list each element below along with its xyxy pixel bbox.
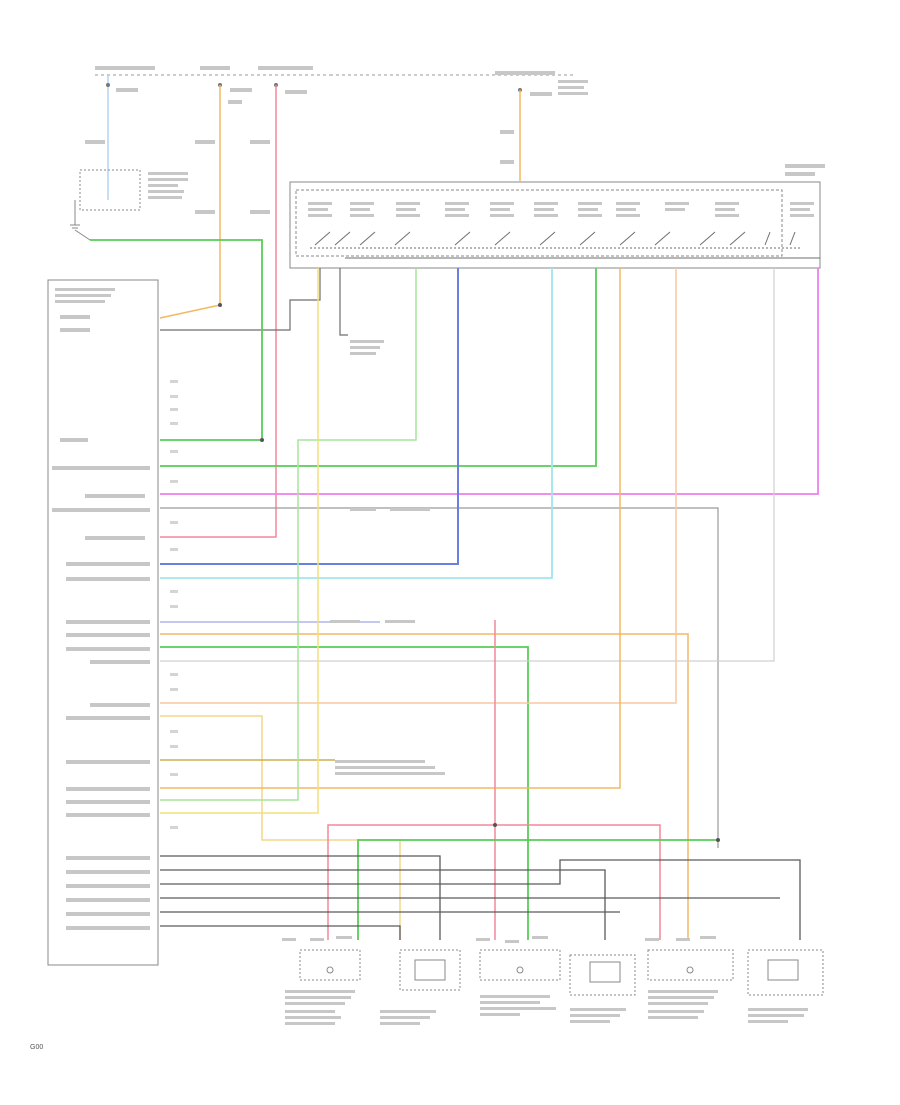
motor-connector-labels	[282, 936, 716, 943]
wire-red-motor-1	[327, 824, 661, 940]
seat-memory-module	[47, 279, 159, 966]
wire-gray-2	[160, 268, 775, 662]
wire-red-ignition	[160, 85, 277, 538]
wire-lightblue	[160, 268, 553, 579]
note-blocks	[330, 340, 445, 775]
wire-yellow	[160, 268, 319, 814]
wire-green-1	[160, 268, 597, 467]
fuse-red	[250, 83, 307, 214]
wire-orange-3	[160, 268, 621, 789]
motor-recliner	[479, 949, 561, 981]
wire-peach	[160, 268, 677, 704]
switch-contacts	[314, 231, 796, 246]
module-pin-labels	[52, 315, 150, 930]
motor-labels	[285, 990, 808, 1025]
junction-dots	[218, 303, 720, 842]
figure-code: G00	[30, 1044, 43, 1051]
wire-green-3	[160, 268, 417, 801]
switch-labels	[308, 202, 814, 217]
wire-blue	[160, 268, 459, 565]
wire-tan-2	[160, 715, 401, 940]
wire-lightgreen-top	[90, 239, 263, 441]
wire-green-2	[160, 646, 529, 940]
fuse-block-labels	[95, 66, 555, 75]
wire-gray-long	[160, 507, 719, 848]
ground-component	[70, 169, 141, 241]
module-pin-numbers	[170, 380, 178, 829]
switch-bus	[310, 247, 820, 259]
motor-rear-height	[399, 949, 461, 991]
motor-front-height	[299, 949, 361, 981]
wire-orange-long	[160, 633, 689, 940]
fuse-left	[85, 75, 138, 200]
motor-horizontal	[569, 954, 636, 996]
wire-black-ground-2	[339, 268, 348, 336]
wire-pink	[160, 268, 819, 495]
ground-component-label	[148, 172, 188, 199]
fuse-orange	[195, 83, 252, 214]
wire-black-ground	[160, 268, 321, 331]
seat-switch-assembly	[289, 164, 825, 269]
wire-orange-battery	[159, 85, 221, 319]
control-wires	[160, 855, 801, 940]
wire-green-motor	[357, 839, 718, 940]
fuse-right-note	[558, 80, 588, 95]
motor-rear-seat	[647, 949, 734, 981]
motor-lumbar	[747, 949, 824, 996]
